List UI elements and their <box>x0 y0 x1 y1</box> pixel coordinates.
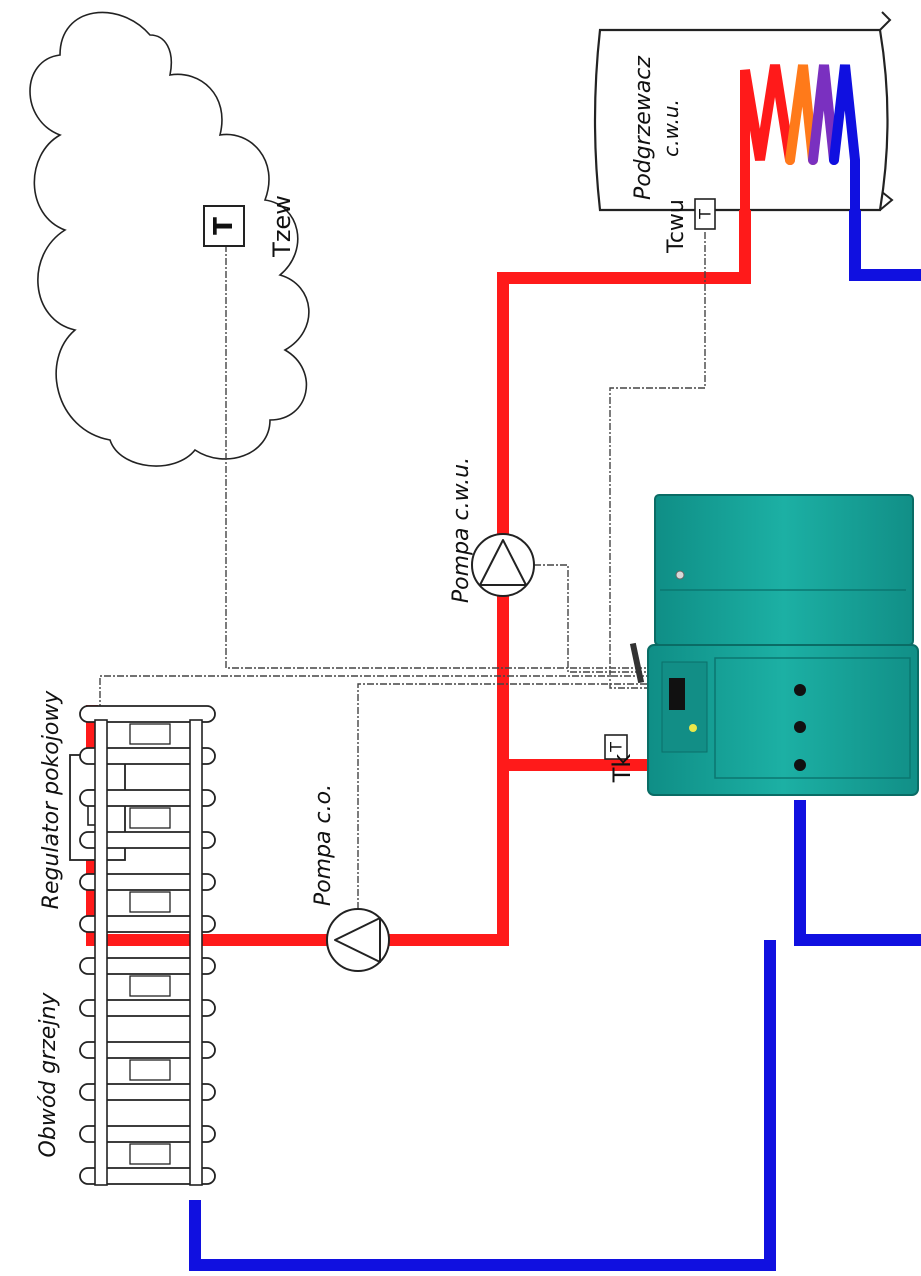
sensor-outdoor: T Tzew <box>203 195 296 258</box>
radiator-inner-6 <box>129 1143 171 1165</box>
coil-orange-section <box>785 64 818 165</box>
room-regulator-label: Regulator pokojowy <box>39 690 64 910</box>
radiator-inner-4 <box>129 975 171 997</box>
sensor-dhw: T Tcwu <box>664 198 716 254</box>
sensor-outdoor-glyph: T <box>209 217 239 235</box>
radiator-inner-5 <box>129 1059 171 1081</box>
radiator-fin-3 <box>79 789 216 807</box>
heating-coil <box>740 64 860 215</box>
boiler-indicator <box>689 724 697 732</box>
radiator-fin-10 <box>79 1083 216 1101</box>
radiator-fin-1 <box>79 705 216 723</box>
return-pipes <box>189 210 921 1271</box>
sensor-boiler-box <box>604 734 628 760</box>
boiler-display <box>669 678 685 710</box>
control-wires <box>99 232 706 935</box>
wire-outdoor-sensor <box>225 245 650 669</box>
sensor-boiler-label: Tk <box>608 754 636 784</box>
radiator-fin-12 <box>79 1167 216 1185</box>
sensor-boiler: T Tk <box>604 734 636 784</box>
dhw-heater-label: Podgrzewacz c.w.u. <box>631 56 683 200</box>
cloud-outdoor <box>29 11 310 467</box>
boiler-upper-cabinet <box>654 494 914 646</box>
sensor-boiler-glyph: T <box>607 742 626 753</box>
tank-foot-right <box>879 191 894 211</box>
radiator-fin-5 <box>79 873 216 891</box>
boiler-peephole-1 <box>794 684 806 696</box>
wire-ch-pump <box>357 683 650 935</box>
sensor-outdoor-label: Tzew <box>268 195 296 258</box>
radiator-bar-bottom <box>189 719 203 1186</box>
wire-room-regulator <box>99 675 650 750</box>
boiler-peephole-3 <box>794 759 806 771</box>
pump-dhw-triangle <box>479 539 527 586</box>
radiator-fin-8 <box>79 999 216 1017</box>
radiator-circuit-label: Obwód grzejny <box>36 992 61 1158</box>
boiler <box>629 494 919 796</box>
coil-red-section <box>740 64 795 215</box>
radiator-inner-3 <box>129 891 171 913</box>
tank-foot-left <box>879 11 892 31</box>
radiator-fin-4 <box>79 831 216 849</box>
return-pipe-ch <box>189 940 776 1271</box>
radiator-inner-1 <box>129 723 171 745</box>
pump-ch-triangle <box>334 917 381 963</box>
return-pipe-dhw <box>849 210 921 281</box>
dhw-heater-name: Podgrzewacz <box>631 56 656 200</box>
supply-pipe-dhw <box>497 210 751 771</box>
wire-dhw-pump <box>534 564 650 673</box>
radiator-fin-2 <box>79 747 216 765</box>
radiator-fin-7 <box>79 957 216 975</box>
radiator-inner-2 <box>129 807 171 829</box>
dhw-heater-sub: c.w.u. <box>659 99 683 157</box>
radiator: Obwód grzejny <box>36 705 216 1186</box>
pump-ch: Pompa c.o. <box>311 784 390 972</box>
radiator-fin-11 <box>79 1125 216 1143</box>
sensor-outdoor-box <box>203 205 245 247</box>
boiler-handle <box>675 570 685 580</box>
radiator-fin-9 <box>79 1041 216 1059</box>
pump-dhw-label: Pompa c.w.u. <box>449 457 474 603</box>
pump-dhw: Pompa c.w.u. <box>449 457 535 603</box>
return-pipe-boiler <box>794 800 921 946</box>
boiler-door <box>714 657 911 779</box>
boiler-lever <box>629 642 645 684</box>
sensor-dhw-label: Tcwu <box>664 199 689 254</box>
boiler-peephole-2 <box>794 721 806 733</box>
radiator-fin-6 <box>79 915 216 933</box>
wire-dhw-sensor <box>609 232 706 689</box>
radiator-bar-top <box>94 719 108 1186</box>
sensor-dhw-glyph: T <box>696 209 715 220</box>
coil-blue-section <box>829 64 860 215</box>
coil-purple-section <box>808 64 839 165</box>
sensor-dhw-box <box>694 198 716 230</box>
pump-ch-label: Pompa c.o. <box>311 784 336 906</box>
